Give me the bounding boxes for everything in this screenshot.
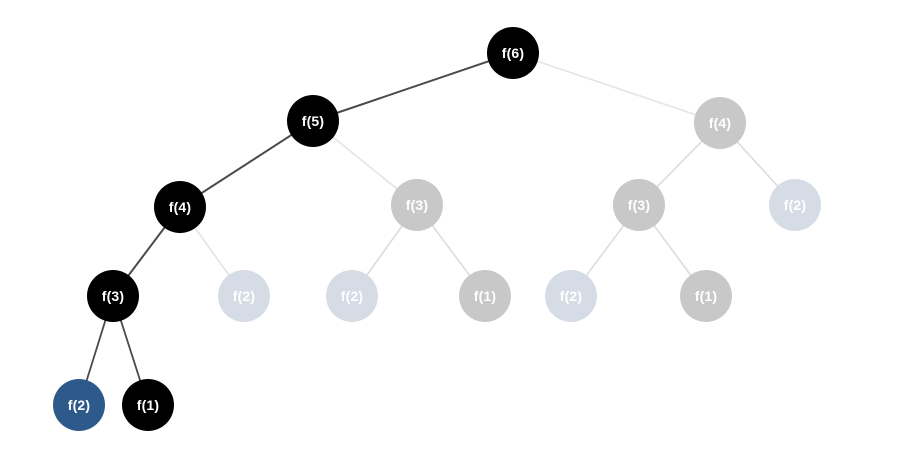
tree-node-f2[interactable]: f(2)	[218, 270, 270, 322]
tree-node-f2[interactable]: f(2)	[326, 270, 378, 322]
tree-node-f2[interactable]: f(2)	[769, 179, 821, 231]
tree-node-f4[interactable]: f(4)	[154, 181, 206, 233]
tree-edge	[512, 52, 721, 124]
tree-node-label: f(5)	[301, 113, 325, 129]
tree-node-label: f(2)	[67, 397, 91, 413]
tree-node-label: f(1)	[136, 397, 160, 413]
tree-node-label: f(3)	[627, 197, 651, 213]
tree-node-f1[interactable]: f(1)	[680, 270, 732, 322]
tree-node-f5[interactable]: f(5)	[287, 95, 339, 147]
tree-node-f3[interactable]: f(3)	[613, 179, 665, 231]
tree-node-label: f(1)	[694, 288, 718, 304]
tree-node-f2[interactable]: f(2)	[545, 270, 597, 322]
tree-node-label: f(4)	[708, 115, 732, 131]
tree-node-label: f(2)	[340, 288, 364, 304]
tree-node-label: f(6)	[501, 45, 525, 61]
tree-node-f2[interactable]: f(2)	[53, 379, 105, 431]
tree-node-f6[interactable]: f(6)	[487, 27, 539, 79]
tree-edge	[312, 52, 514, 122]
tree-node-label: f(4)	[168, 199, 192, 215]
tree-node-f1[interactable]: f(1)	[122, 379, 174, 431]
tree-node-label: f(2)	[559, 288, 583, 304]
tree-node-label: f(3)	[405, 197, 429, 213]
tree-node-f1[interactable]: f(1)	[459, 270, 511, 322]
tree-node-label: f(2)	[232, 288, 256, 304]
tree-node-f4[interactable]: f(4)	[694, 97, 746, 149]
tree-node-f3[interactable]: f(3)	[391, 179, 443, 231]
tree-node-f3[interactable]: f(3)	[87, 270, 139, 322]
tree-node-label: f(2)	[783, 197, 807, 213]
tree-node-label: f(3)	[101, 288, 125, 304]
tree-node-label: f(1)	[473, 288, 497, 304]
